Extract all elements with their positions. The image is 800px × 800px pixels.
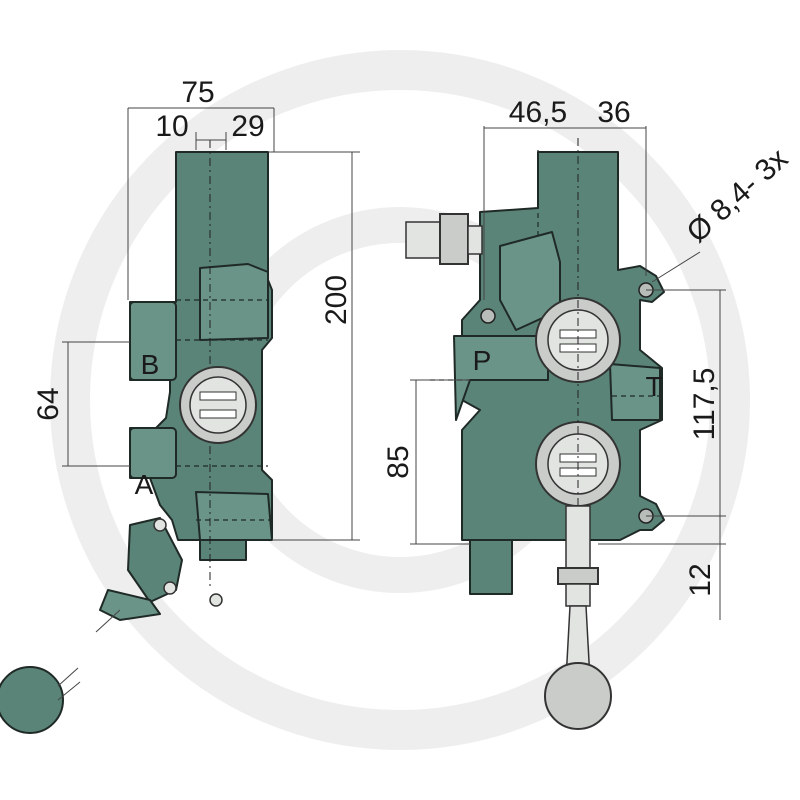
port-a-label: A [135,469,154,500]
front-dim-lever-offset: 12 [684,563,717,596]
front-dim-right: 36 [597,96,630,129]
port-t-label: T [645,371,662,402]
side-view-lower-block [195,491,273,541]
mount-hole-left [480,308,496,324]
port-b-boss [129,301,177,381]
port-t-block [609,363,661,421]
port-b-label: B [141,349,160,380]
front-view [405,126,726,730]
control-lever [544,505,612,730]
port-p-label: P [473,345,492,376]
side-view-lever-knob [0,666,64,734]
port-a-boss [129,427,177,479]
front-dim-hole-spacing: 117,5 [688,368,721,441]
lever-knob [544,662,612,730]
side-dim-right: 29 [231,110,264,143]
side-fitting [405,213,483,265]
port-p-block [453,335,549,421]
side-dim-left: 10 [155,110,188,143]
side-dim-port-spacing: 64 [32,387,65,420]
side-dim-total-width: 75 [181,76,214,109]
front-dim-left: 46,5 [509,96,567,129]
front-dim-holes: Ø 8,4- 3x [681,142,795,249]
side-dim-height: 200 [320,275,353,325]
front-dim-inlet-height: 85 [382,445,415,478]
front-view-bottom-stub [469,539,513,595]
side-view-upper-block [199,263,269,341]
side-view [0,107,360,734]
